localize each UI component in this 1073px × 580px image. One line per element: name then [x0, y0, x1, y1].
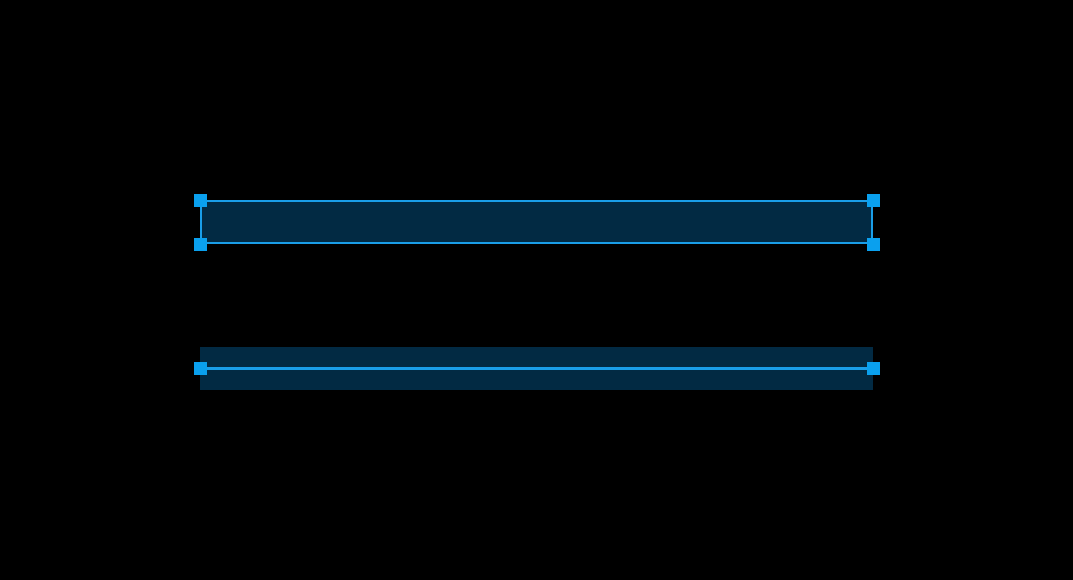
- selected-line-stroke: [200, 367, 873, 370]
- resize-handle-top-left[interactable]: [194, 194, 207, 207]
- resize-handle-top-right[interactable]: [867, 194, 880, 207]
- resize-handle-bottom-left[interactable]: [194, 238, 207, 251]
- line-endpoint-handle-left[interactable]: [194, 362, 207, 375]
- line-endpoint-handle-right[interactable]: [867, 362, 880, 375]
- resize-handle-bottom-right[interactable]: [867, 238, 880, 251]
- selected-box-object[interactable]: [200, 200, 873, 244]
